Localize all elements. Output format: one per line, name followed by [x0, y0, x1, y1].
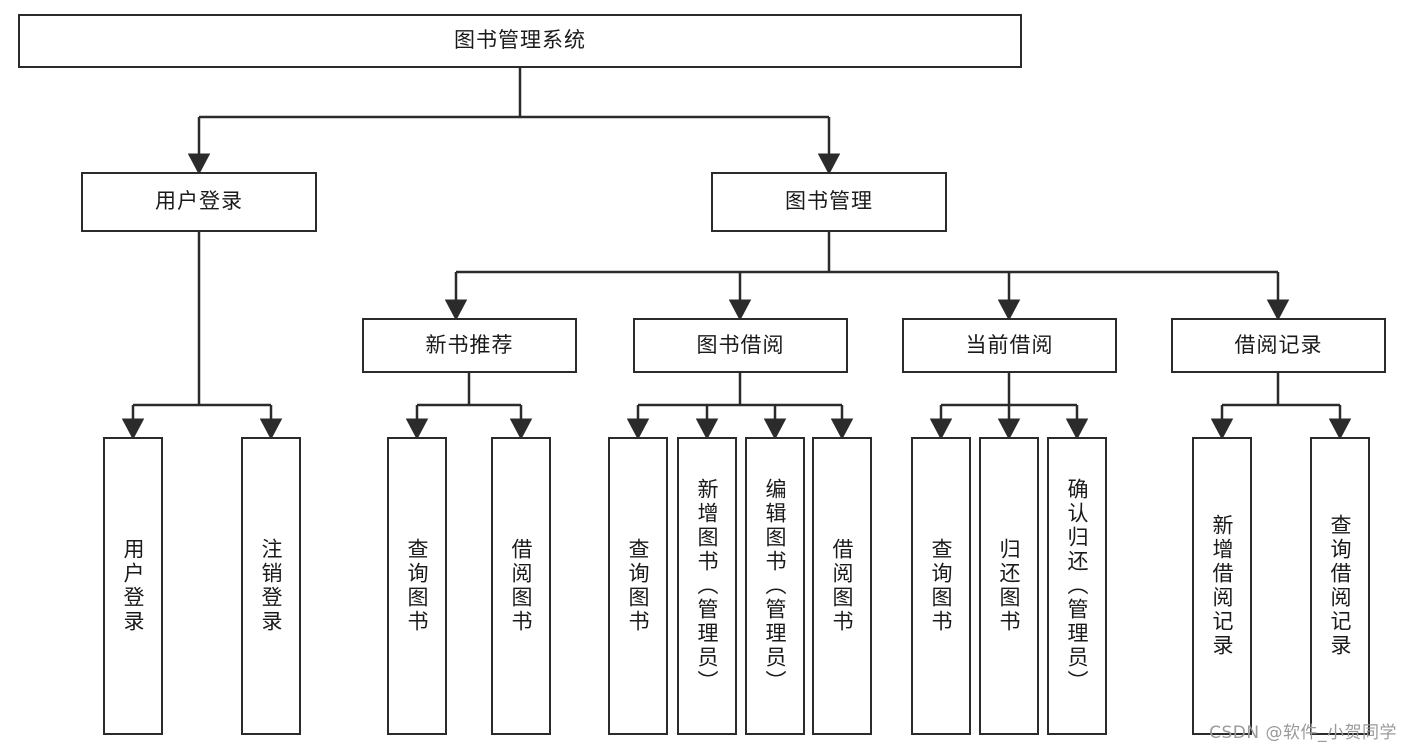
node-user-login[interactable]: 用户登录 — [81, 172, 317, 232]
node-label: 编辑图书（管理员） — [763, 478, 788, 694]
node-label: 查询图书 — [405, 538, 430, 634]
node-label: 用户登录 — [121, 538, 146, 634]
node-label: 新增借阅记录 — [1210, 514, 1235, 658]
node-label: 图书管理系统 — [454, 28, 586, 53]
watermark-text: CSDN @软件_小贺同学 — [1209, 723, 1397, 743]
node-label: 图书借阅 — [696, 332, 785, 357]
leaf-borrow-record-add[interactable]: 新增借阅记录 — [1192, 437, 1252, 735]
leaf-current-borrow-query[interactable]: 查询图书 — [911, 437, 971, 735]
node-new-book-recommend[interactable]: 新书推荐 — [362, 318, 577, 373]
node-root-book-management-system[interactable]: 图书管理系统 — [18, 14, 1022, 68]
node-label: 图书管理 — [785, 189, 873, 214]
node-book-management[interactable]: 图书管理 — [711, 172, 947, 232]
leaf-user-login-logout[interactable]: 注销登录 — [241, 437, 301, 735]
node-label: 新书推荐 — [425, 332, 514, 357]
node-label: 当前借阅 — [965, 332, 1054, 357]
node-label: 借阅记录 — [1234, 332, 1323, 357]
leaf-new-book-borrow[interactable]: 借阅图书 — [491, 437, 551, 735]
leaf-book-borrow-add[interactable]: 新增图书（管理员） — [677, 437, 737, 735]
node-label: 查询借阅记录 — [1328, 514, 1353, 658]
node-current-borrow[interactable]: 当前借阅 — [902, 318, 1117, 373]
node-label: 借阅图书 — [509, 538, 534, 634]
node-label: 归还图书 — [997, 538, 1022, 634]
leaf-book-borrow-query[interactable]: 查询图书 — [608, 437, 668, 735]
leaf-current-borrow-return[interactable]: 归还图书 — [979, 437, 1039, 735]
node-label: 注销登录 — [259, 538, 284, 634]
node-borrow-record[interactable]: 借阅记录 — [1171, 318, 1386, 373]
node-label: 查询图书 — [929, 538, 954, 634]
node-book-borrow[interactable]: 图书借阅 — [633, 318, 848, 373]
leaf-user-login-login[interactable]: 用户登录 — [103, 437, 163, 735]
node-label: 确认归还（管理员） — [1065, 478, 1090, 694]
leaf-book-borrow-borrow[interactable]: 借阅图书 — [812, 437, 872, 735]
leaf-current-borrow-confirm-return[interactable]: 确认归还（管理员） — [1047, 437, 1107, 735]
leaf-borrow-record-query[interactable]: 查询借阅记录 — [1310, 437, 1370, 735]
leaf-book-borrow-edit[interactable]: 编辑图书（管理员） — [745, 437, 805, 735]
node-label: 查询图书 — [626, 538, 651, 634]
node-label: 借阅图书 — [830, 538, 855, 634]
node-label: 用户登录 — [155, 189, 243, 214]
node-label: 新增图书（管理员） — [695, 478, 720, 694]
leaf-new-book-query[interactable]: 查询图书 — [387, 437, 447, 735]
